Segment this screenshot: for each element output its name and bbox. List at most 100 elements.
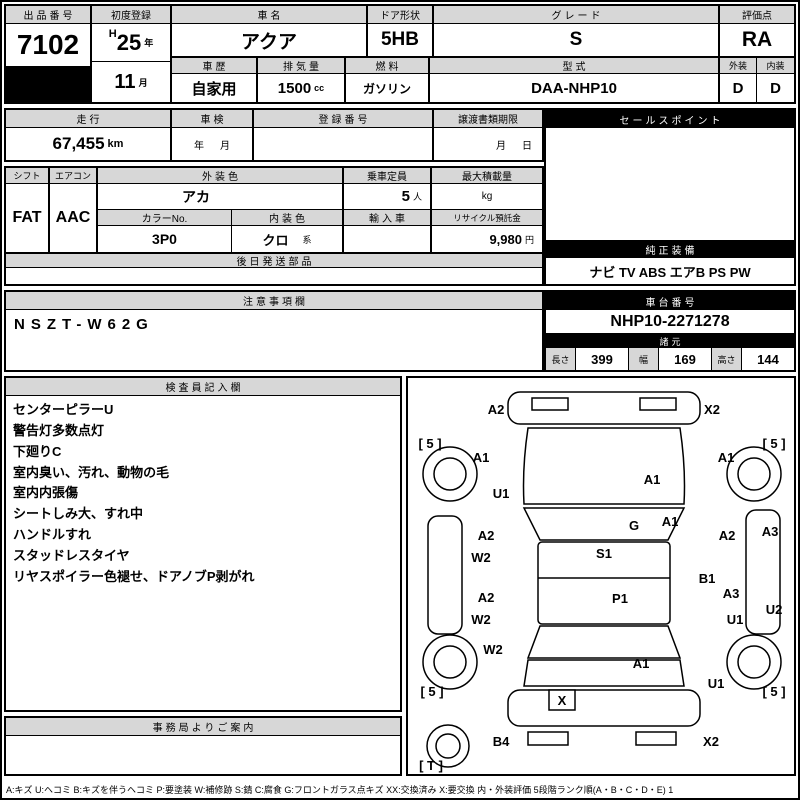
width-value: 169: [659, 348, 712, 370]
mileage-unit: km: [107, 138, 124, 150]
recycle-amount: 9,980: [489, 231, 522, 247]
score-cell: 評価点 RA: [720, 6, 794, 56]
inspector-note: 室内臭い、汚れ、動物の毛: [13, 464, 170, 480]
front-right-rim-icon: [737, 457, 771, 491]
mileage-label: 走行: [6, 110, 170, 128]
reg-year-value: 25: [116, 29, 142, 55]
equipment-value: ナビ TV ABS エアB PS PW: [589, 264, 751, 280]
width-label: 幅: [629, 348, 659, 370]
rear-right-rim-icon: [737, 645, 771, 679]
transfer-deadline-cell: 譲渡書類期限 月 日: [434, 110, 542, 160]
exterior-score-label: 外装: [720, 58, 756, 74]
header-section: 出品番号 7102 初度登録 H 25 年 11 月 車名 アクア: [4, 4, 796, 104]
max-load-label: 最大積載量: [432, 168, 542, 184]
rear-bumper-shape: [507, 689, 701, 727]
inspector-label: 検査員記入欄: [6, 378, 400, 396]
damage-code: G: [629, 518, 639, 533]
later-parts-value: [6, 268, 542, 284]
damage-code: X: [558, 693, 567, 708]
grade-label: グレード: [434, 6, 718, 24]
damage-code: A2: [719, 528, 736, 543]
interior-color-label: 内装色: [232, 210, 342, 226]
car-diagram: A2 X2 [ 5 ] A1 A1 [ 5 ] U1 A1 A2 W2 G A1…: [418, 391, 786, 773]
lot-number-cell: 出品番号 7102: [6, 6, 92, 102]
damage-code: A1: [718, 450, 735, 465]
front-bumper-shape: [507, 391, 701, 425]
mileage-section: 走行 67,455 km 車検 年 月 登録番号 譲渡書類期限 月 日: [4, 108, 544, 162]
color-number-cell: カラーNo. 3P0: [98, 210, 232, 252]
roof-shape: [537, 541, 671, 625]
shift-value: FAT: [12, 209, 42, 226]
import-label: 輸入車: [344, 210, 430, 226]
spare-rim-icon: [435, 733, 461, 759]
inspector-note: 室内内張傷: [13, 485, 79, 501]
lot-black-bar: [6, 66, 90, 102]
length-label: 長さ: [546, 348, 576, 370]
damage-code: U2: [766, 602, 783, 617]
damage-code: A1: [662, 514, 679, 529]
damage-code: A1: [644, 472, 661, 487]
grade-cell: グレード S: [434, 6, 720, 56]
damage-code: A1: [473, 450, 490, 465]
first-registration-month: 11 月: [92, 62, 170, 102]
fuel-value: ガソリン: [362, 81, 411, 96]
height-label: 高さ: [712, 348, 742, 370]
displacement-label: 排気量: [258, 58, 344, 74]
office-notice-label: 事務局よりご案内: [6, 718, 400, 736]
interior-score-value: D: [770, 79, 781, 97]
right-side-panel-shape: [745, 509, 781, 635]
damage-code: B4: [493, 734, 510, 749]
damage-code: U1: [727, 612, 744, 627]
headlight-left-shape: [531, 397, 569, 411]
header-row-2: 車歴 自家用 排気量 1500 cc 燃料 ガソリン 型式 DAA-NHP10: [172, 58, 794, 102]
recycle-unit: 円: [524, 234, 534, 245]
front-left-wheel-icon: [422, 446, 478, 502]
inspection-year-unit: 年: [194, 140, 204, 152]
interior-color-cell: 内装色 クロ 系: [232, 210, 342, 252]
damage-code: U1: [708, 676, 725, 691]
length-value: 399: [576, 348, 629, 370]
mileage-number: 67,455: [52, 134, 105, 153]
caution-label: 注意事項欄: [6, 292, 542, 310]
color-cell-group: 外装色 アカ カラーNo. 3P0 内装色 クロ 系: [98, 168, 344, 252]
sales-point-body: [546, 128, 794, 240]
equipment-label: 純正装備: [546, 240, 794, 258]
capacity-unit: 人: [412, 192, 422, 202]
interior-color-value: クロ 系: [232, 226, 342, 252]
history-value: 自家用: [191, 80, 237, 98]
damage-code: B1: [699, 571, 716, 586]
first-registration-year: H 25 年: [92, 24, 170, 62]
exterior-color-value: アカ: [98, 184, 342, 210]
car-name-cell: 車名 アクア: [172, 6, 368, 56]
score-value: RA: [741, 28, 773, 51]
damage-code: X2: [704, 402, 720, 417]
capacity-label: 乗車定員: [344, 168, 430, 184]
car-name-value: アクア: [240, 31, 298, 53]
office-notice-body: [6, 736, 400, 774]
fuel-label: 燃料: [346, 58, 428, 74]
front-left-rim-icon: [433, 457, 467, 491]
model-code-cell: 型式 DAA-NHP10: [430, 58, 720, 102]
headlight-right-shape: [639, 397, 677, 411]
aircon-label: エアコン: [50, 168, 96, 184]
damage-code: P1: [612, 591, 628, 606]
inspector-note: 下廻りC: [13, 443, 62, 459]
month-unit: 月: [138, 77, 148, 88]
lot-number-label: 出品番号: [6, 6, 90, 24]
displacement-cell: 排気量 1500 cc: [258, 58, 346, 102]
displacement-number: 1500: [277, 79, 312, 97]
transfer-deadline-value: 月 日: [434, 128, 542, 160]
color-number-value: 3P0: [152, 231, 177, 247]
legend-text: A:キズ U:ヘコミ B:キズを伴うヘコミ P:要塗装 W:補修跡 S:錆 C:…: [6, 785, 674, 795]
header-row-1: 車名 アクア ドア形状 5HB グレード S 評価点 RA: [172, 6, 794, 58]
tread-depth-label: [ 5 ]: [762, 436, 785, 451]
inspection-month-unit: 月: [220, 140, 230, 152]
caution-content: NSZT-W62G: [14, 316, 154, 333]
damage-diagram-section: A2 X2 [ 5 ] A1 A1 [ 5 ] U1 A1 A2 W2 G A1…: [406, 376, 796, 776]
interior-color-suffix: 系: [302, 234, 312, 245]
model-code-value: DAA-NHP10: [531, 79, 617, 97]
damage-code: A2: [478, 528, 495, 543]
mileage-value: 67,455 km: [6, 128, 170, 160]
replace-mark-box: [548, 689, 576, 711]
spare-wheel-icon: [426, 724, 470, 768]
